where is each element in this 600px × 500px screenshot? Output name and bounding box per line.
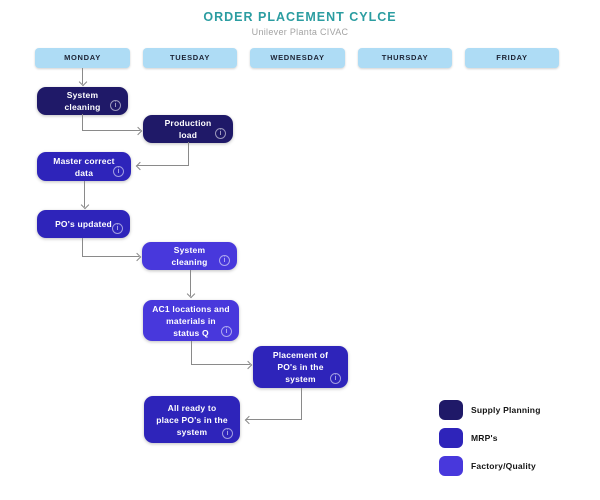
- info-icon[interactable]: i: [215, 128, 226, 139]
- info-icon[interactable]: i: [110, 100, 121, 111]
- legend: Supply Planning MRP's Factory/Quality: [439, 400, 541, 484]
- day-header-tuesday: TUESDAY: [143, 48, 237, 68]
- info-icon[interactable]: i: [112, 223, 123, 234]
- node-system-cleaning-2[interactable]: System cleaning i: [142, 242, 237, 270]
- node-label: AC1 locations and materials in status Q: [152, 303, 230, 338]
- legend-item-mrps: MRP's: [439, 428, 541, 448]
- node-label: All ready to place PO's in the system: [156, 402, 228, 437]
- info-icon[interactable]: i: [221, 326, 232, 337]
- page-subtitle: Unilever Planta CIVAC: [251, 27, 349, 37]
- day-header-friday: FRIDAY: [465, 48, 559, 68]
- node-master-correct-data[interactable]: Master correct data i: [37, 152, 131, 181]
- info-icon[interactable]: i: [113, 166, 124, 177]
- info-icon[interactable]: i: [222, 428, 233, 439]
- day-header-thursday: THURSDAY: [358, 48, 452, 68]
- node-label: Placement of PO's in the system: [272, 350, 329, 384]
- node-production-load[interactable]: Production load i: [143, 115, 233, 143]
- node-label: System cleaning: [171, 245, 208, 267]
- legend-label: Factory/Quality: [471, 461, 536, 471]
- info-icon[interactable]: i: [219, 255, 230, 266]
- legend-label: MRP's: [471, 433, 498, 443]
- node-label: Master correct data: [53, 155, 115, 178]
- legend-label: Supply Planning: [471, 405, 541, 415]
- legend-swatch-mrp: [439, 428, 463, 448]
- legend-item-supply-planning: Supply Planning: [439, 400, 541, 420]
- node-placement-pos[interactable]: Placement of PO's in the system i: [253, 346, 348, 388]
- day-header-monday: MONDAY: [35, 48, 130, 68]
- node-pos-updated[interactable]: PO's updated i: [37, 210, 130, 238]
- node-ac1-locations[interactable]: AC1 locations and materials in status Q …: [143, 300, 239, 341]
- page-title: ORDER PLACEMENT CYLCE: [203, 10, 397, 24]
- node-system-cleaning-1[interactable]: System cleaning i: [37, 87, 128, 115]
- info-icon[interactable]: i: [330, 373, 341, 384]
- node-all-ready[interactable]: All ready to place PO's in the system i: [144, 396, 240, 443]
- node-label: System cleaning: [64, 90, 101, 112]
- node-label: PO's updated: [55, 219, 112, 229]
- legend-swatch-factory: [439, 456, 463, 476]
- node-label: Production load: [164, 118, 212, 140]
- legend-item-factory-quality: Factory/Quality: [439, 456, 541, 476]
- day-header-wednesday: WEDNESDAY: [250, 48, 345, 68]
- legend-swatch-supply: [439, 400, 463, 420]
